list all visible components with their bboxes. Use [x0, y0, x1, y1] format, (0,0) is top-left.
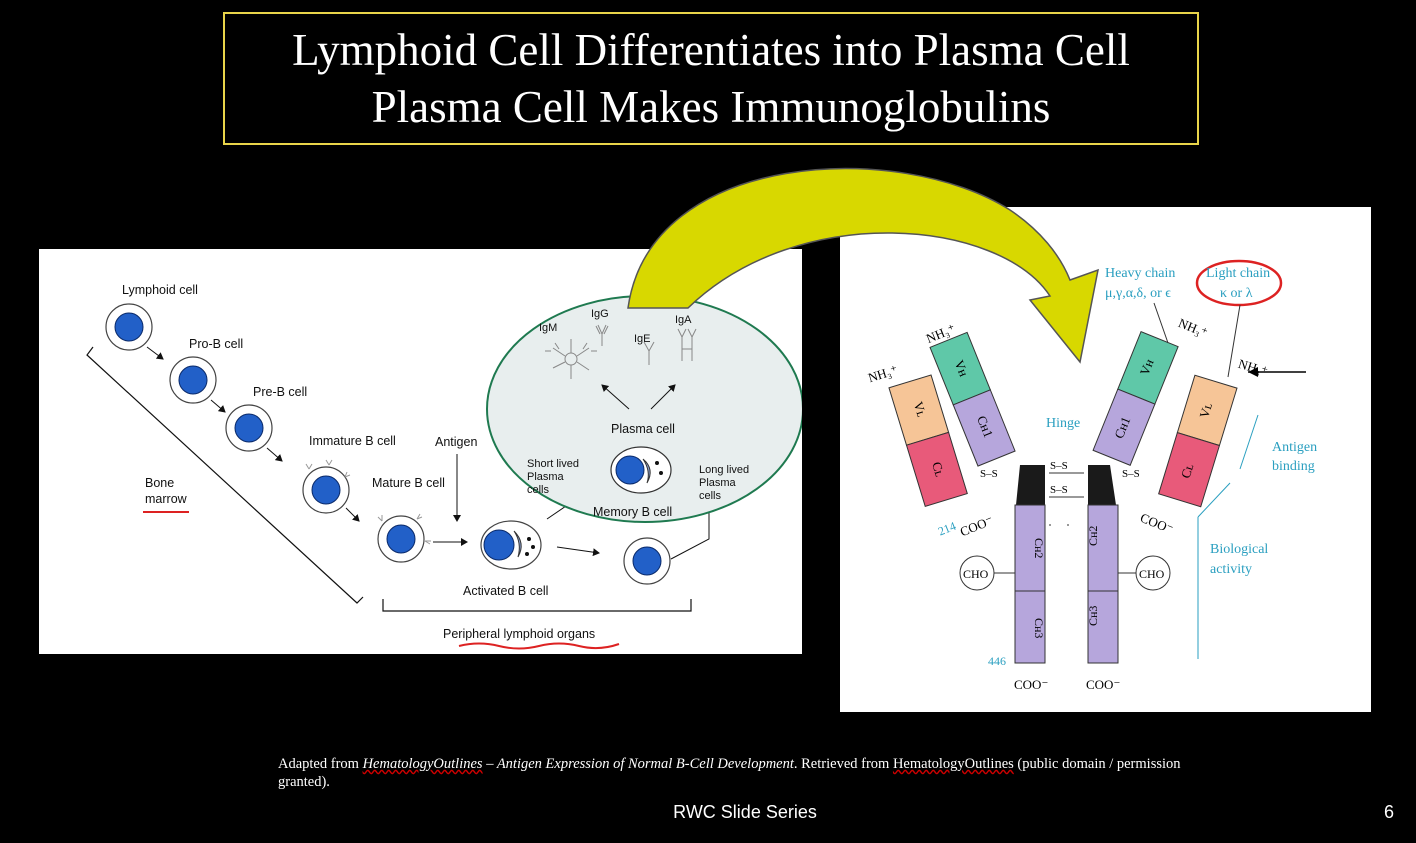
mature-b-cell-label: Mature B cell [372, 476, 445, 490]
antigen-binding-arrow [1239, 414, 1259, 470]
memory-b-cell-label: Memory B cell [593, 505, 672, 519]
light-chain-label-1: Light chain [1206, 266, 1270, 281]
right-heavy-chain-fab: Vʜ Cʜ1 [1092, 330, 1179, 466]
left-heavy-chain-fab: Vʜ Cʜ1 [929, 331, 1016, 467]
title-line-1: Lymphoid Cell Differentiates into Plasma… [292, 25, 1130, 75]
coo-right-heavy: COO⁻ [1086, 677, 1120, 692]
long-lived-label-3: cells [699, 490, 722, 502]
disulfide-bonds [1049, 472, 1084, 526]
short-lived-label-3: cells [527, 484, 550, 496]
ch3-right-label: Cʜ3 [1086, 606, 1100, 626]
light-chain-label-2: κ or λ [1220, 286, 1253, 301]
igm-label: IgM [539, 322, 557, 334]
bone-marrow-bracket [86, 346, 364, 604]
iga-dimer-icon [677, 328, 697, 361]
memory-b-cell [623, 537, 671, 585]
pre-b-cell [225, 404, 273, 452]
ch2-left [1014, 504, 1046, 592]
slide-title: Lymphoid Cell Differentiates into Plasma… [223, 12, 1199, 145]
activated-b-cell [480, 520, 542, 570]
title-line-2: Plasma Cell Makes Immunoglobulins [371, 82, 1051, 132]
mature-b-cell [377, 513, 431, 563]
immature-b-cell-label: Immature B cell [309, 434, 396, 448]
lymphoid-cell-label: Lymphoid cell [122, 283, 198, 297]
ch2-left-label: Cʜ2 [1032, 538, 1046, 558]
long-lived-label-1: Long lived [699, 464, 749, 476]
antigen-binding-label-1: Antigen [1272, 440, 1317, 455]
cl-left-label: Cʟ [929, 460, 948, 478]
hinge-left [1016, 465, 1045, 505]
ss-bond-left: S–S [980, 468, 998, 480]
antibody-structure-diagram: Vʟ Cʟ Vʜ Cʜ1 Vʜ Cʜ1 Vʟ Cʟ Cʜ2 Cʜ3 Cʜ2 Cʜ… [840, 207, 1371, 712]
immature-b-cell [302, 459, 351, 514]
igg-label: IgG [591, 308, 609, 320]
ch3-right [1087, 590, 1119, 664]
heavy-chain-label-2: μ,γ,α,δ, or ϵ [1105, 286, 1171, 301]
cho-left-label: CHO [963, 567, 989, 581]
biological-activity-label-2: activity [1210, 562, 1252, 577]
pointer-arrowhead-icon [1248, 367, 1258, 377]
pro-b-cell [169, 356, 217, 404]
lymphoid-cell [105, 303, 153, 351]
short-lived-label-2: Plasma [527, 471, 565, 483]
coo-left-heavy: COO⁻ [1014, 677, 1048, 692]
bone-marrow-label-2: marrow [145, 492, 188, 506]
hinge-label: Hinge [1046, 416, 1080, 431]
cho-right-label: CHO [1139, 567, 1165, 581]
ch2-right [1087, 504, 1119, 592]
residue-446-label: 446 [988, 654, 1006, 668]
right-light-chain: Vʟ Cʟ [1158, 374, 1238, 508]
heavy-chain-pointer [1153, 302, 1169, 344]
bone-marrow-label-1: Bone [145, 476, 174, 490]
ss-bond-1: S–S [1050, 460, 1068, 472]
citation-source-link[interactable]: HematologyOutlines [362, 756, 483, 772]
hinge-right [1088, 465, 1116, 505]
cl-right-label: Cʟ [1178, 462, 1197, 480]
vh-left-label: Vʜ [952, 358, 972, 379]
plasma-cell-label: Plasma cell [611, 422, 675, 436]
heavy-chain-label-1: Heavy chain [1105, 266, 1175, 281]
plasma-cell [610, 446, 672, 494]
igm-pentamer-icon [545, 339, 597, 379]
slide-number: 6 [1383, 802, 1394, 822]
peripheral-label: Peripheral lymphoid organs [443, 627, 595, 641]
footer-series-label: RWC Slide Series [673, 802, 817, 822]
ch2-right-label: Cʜ2 [1086, 526, 1100, 546]
b-cell-development-diagram: Bone marrow Lymphoid cell Pro-B cell Pre… [39, 249, 804, 654]
iga-label: IgA [675, 314, 692, 326]
citation: Adapted from HematologyOutlines – Antige… [278, 756, 1181, 790]
activated-b-cell-label: Activated B cell [463, 584, 548, 598]
light-chain-pointer [1227, 304, 1241, 378]
antigen-binding-label-2: binding [1272, 459, 1315, 474]
antigen-label: Antigen [435, 435, 477, 449]
ch3-left-label: Cʜ3 [1032, 618, 1046, 638]
long-lived-label-2: Plasma [699, 477, 737, 489]
ch3-left [1014, 590, 1046, 664]
citation-article: Antigen Expression of Normal B-Cell Deve… [496, 756, 794, 772]
vh-right-label: Vʜ [1137, 357, 1157, 378]
left-light-chain: Vʟ Cʟ [888, 374, 968, 508]
ss-bond-right: S–S [1122, 468, 1140, 480]
pro-b-cell-label: Pro-B cell [189, 337, 243, 351]
vl-left-label: Vʟ [911, 400, 930, 419]
ige-label: IgE [634, 333, 651, 345]
ige-icon [643, 341, 655, 365]
citation-source-link-2[interactable]: HematologyOutlines [892, 756, 1014, 772]
igg-icon [595, 324, 609, 346]
ss-bond-2: S–S [1050, 484, 1068, 496]
biological-activity-label-1: Biological [1210, 542, 1268, 557]
short-lived-label-1: Short lived [527, 458, 579, 470]
peripheral-underline [458, 642, 620, 650]
residue-214-label: 214 [936, 519, 958, 539]
peripheral-bracket [382, 599, 692, 612]
pre-b-cell-label: Pre-B cell [253, 385, 307, 399]
vl-right-label: Vʟ [1196, 401, 1215, 420]
light-chain-highlight-circle [1195, 259, 1283, 307]
